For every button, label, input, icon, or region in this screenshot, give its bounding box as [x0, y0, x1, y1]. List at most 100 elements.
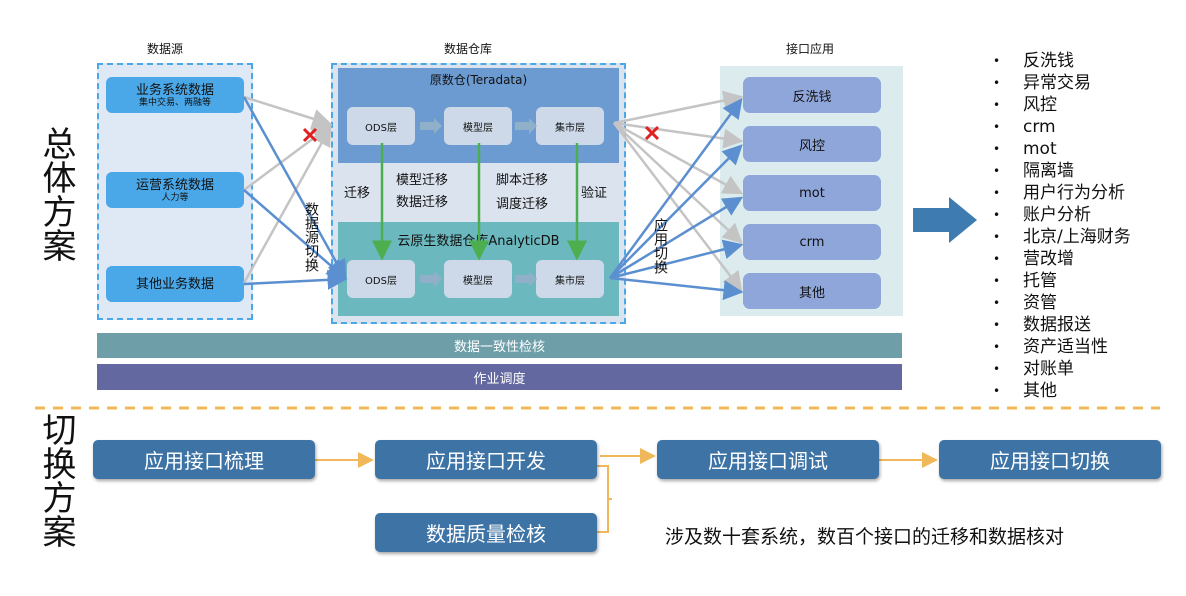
data-migration-label: 数据迁移 [396, 195, 449, 210]
old-model-layer[interactable]: 模型层 [444, 107, 512, 145]
source-operations-system[interactable]: 运营系统数据人力等 [106, 172, 244, 208]
bullet-icon: • [993, 362, 1001, 376]
app-list-label: 账户分析 [1023, 205, 1091, 225]
app-list-label: 异常交易 [1023, 73, 1091, 93]
migration-label: 迁移 [344, 186, 371, 201]
new-source-arrows [242, 96, 348, 290]
new-mart-layer[interactable]: 集市层 [536, 260, 604, 298]
app-list-label: crm [1023, 117, 1056, 137]
app-list-item: • 北京/上海财务 [993, 226, 1131, 248]
app-list-label: 数据报送 [1023, 315, 1091, 335]
app-list-item: • crm [993, 116, 1131, 138]
model-migration-label: 模型迁移 [396, 173, 449, 188]
step-arrows [315, 448, 938, 533]
bullet-icon: • [993, 340, 1001, 354]
bullet-icon: • [993, 208, 1001, 222]
old-warehouse-title: 原数仓(Teradata) [429, 73, 528, 87]
app-list-label: 资产适当性 [1023, 337, 1108, 357]
source-label: 其他业务数据 [135, 276, 214, 292]
app-list-item: • 数据报送 [993, 314, 1131, 336]
app-list-item: • mot [993, 138, 1131, 160]
old-ods-layer[interactable]: ODS层 [347, 107, 415, 145]
app-list: • 反洗钱 • 异常交易 • 风控 • crm • mot • 隔离墙 • 用户行为分析 • 账户分析 • 北京/… [993, 50, 1131, 402]
migration-arrows [372, 143, 587, 261]
app-risk[interactable]: 风控 [743, 126, 881, 162]
app-list-label: 资管 [1023, 293, 1057, 313]
app-list-item: • 其他 [993, 380, 1131, 402]
new-app-arrows [608, 97, 744, 301]
app-aml[interactable]: 反洗钱 [743, 77, 881, 113]
overall-plan-label: 总体方案 [36, 126, 76, 262]
bullet-icon: • [993, 164, 1001, 178]
app-other[interactable]: 其他 [743, 273, 881, 309]
new-model-layer[interactable]: 模型层 [444, 260, 512, 298]
app-list-label: 营改增 [1023, 249, 1074, 269]
app-list-label: 北京/上海财务 [1023, 227, 1131, 247]
source-switch-label: 数据源切换 [303, 202, 319, 272]
job-scheduling-bar: 作业调度 [97, 364, 902, 390]
bullet-icon: • [993, 76, 1001, 90]
app-list-item: • 用户行为分析 [993, 182, 1131, 204]
app-list-label: 对账单 [1023, 359, 1074, 379]
warehouse-title: 数据仓库 [443, 42, 492, 56]
app-list-item: • 托管 [993, 270, 1131, 292]
app-list-label: 用户行为分析 [1023, 183, 1125, 203]
app-list-item: • 资产适当性 [993, 336, 1131, 358]
app-list-label: 托管 [1023, 271, 1057, 291]
app-list-item: • 反洗钱 [993, 50, 1131, 72]
source-sublabel: 集中交易、两融等 [138, 97, 211, 108]
step-interface-review[interactable]: 应用接口梳理 [93, 440, 315, 479]
app-list-item: • 风控 [993, 94, 1131, 116]
bullet-icon: • [993, 186, 1001, 200]
app-list-label: 其他 [1023, 381, 1057, 401]
app-list-item: • 隔离墙 [993, 160, 1131, 182]
schedule-migration-label: 调度迁移 [496, 197, 549, 212]
app-list-item: • 异常交易 [993, 72, 1131, 94]
apps-title: 接口应用 [785, 42, 834, 56]
bullet-icon: • [993, 296, 1001, 310]
source-label: 运营系统数据 [135, 177, 214, 193]
bullet-icon: • [993, 142, 1001, 156]
bullet-icon: • [993, 230, 1001, 244]
bullet-icon: • [993, 274, 1001, 288]
bullet-icon: • [993, 120, 1001, 134]
script-migration-label: 脚本迁移 [496, 173, 549, 188]
bullet-icon: • [993, 318, 1001, 332]
app-list-label: mot [1023, 139, 1057, 159]
caption: 涉及数十套系统，数百个接口的迁移和数据核对 [665, 526, 1065, 548]
bullet-icon: • [993, 98, 1001, 112]
source-label: 业务系统数据 [135, 82, 214, 98]
bullet-icon: • [993, 384, 1001, 398]
app-crm[interactable]: crm [743, 224, 881, 260]
sources-title: 数据源 [146, 42, 183, 56]
app-list-item: • 资管 [993, 292, 1131, 314]
app-list-item: • 营改增 [993, 248, 1131, 270]
source-other-business[interactable]: 其他业务数据 [106, 266, 244, 302]
step-interface-development[interactable]: 应用接口开发 [375, 440, 597, 479]
switch-plan-label: 切换方案 [36, 412, 76, 548]
cross-icon [302, 125, 660, 143]
right-arrow-icon [913, 197, 977, 243]
app-list-label: 风控 [1023, 95, 1057, 115]
consistency-check-bar: 数据一致性检核 [97, 333, 902, 358]
app-switch-label: 应用切换 [652, 218, 668, 274]
app-list-label: 隔离墙 [1023, 161, 1074, 181]
old-mart-layer[interactable]: 集市层 [536, 107, 604, 145]
bullet-icon: • [993, 54, 1001, 68]
old-source-arrows [242, 95, 333, 284]
bullet-icon: • [993, 252, 1001, 266]
step-interface-debugging[interactable]: 应用接口调试 [657, 440, 879, 479]
layer-flow-arrows [420, 118, 537, 287]
app-list-item: • 对账单 [993, 358, 1131, 380]
source-business-system[interactable]: 业务系统数据集中交易、两融等 [106, 77, 244, 113]
step-interface-switch[interactable]: 应用接口切换 [939, 440, 1161, 479]
app-list-label: 反洗钱 [1023, 51, 1074, 71]
source-sublabel: 人力等 [161, 192, 189, 203]
new-ods-layer[interactable]: ODS层 [347, 260, 415, 298]
step-data-quality-check[interactable]: 数据质量检核 [375, 513, 597, 552]
validation-label: 验证 [581, 186, 608, 201]
old-app-arrows [613, 90, 744, 292]
app-mot[interactable]: mot [743, 175, 881, 211]
